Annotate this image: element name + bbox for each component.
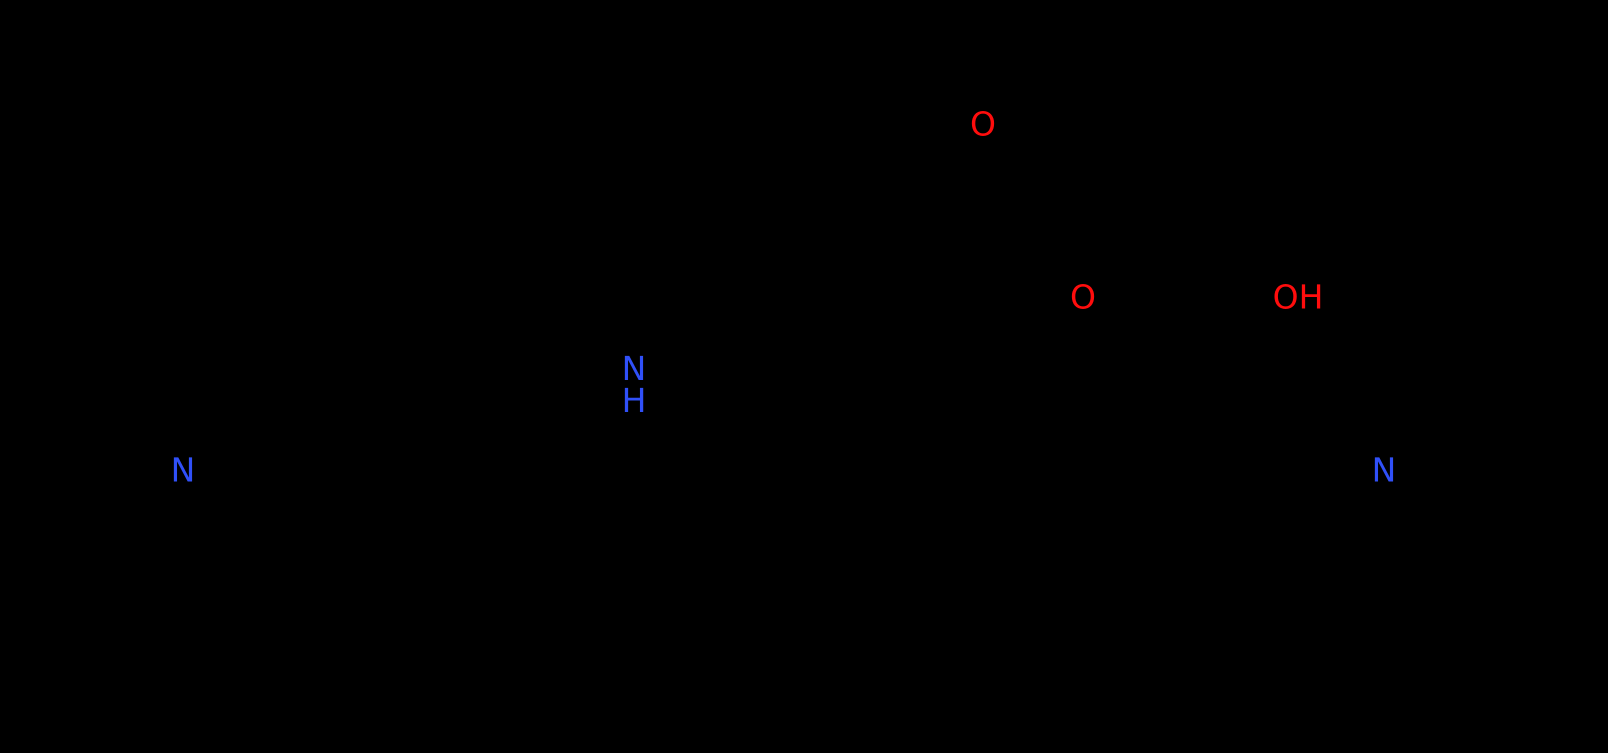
- atom-nh-h-label: H: [621, 381, 647, 420]
- atom-nh-amine: N H: [621, 349, 647, 420]
- atom-n-piperidine: N: [1371, 450, 1397, 490]
- atom-n-dimethylamino: N: [170, 450, 196, 490]
- atom-o-ester: O: [1070, 277, 1096, 317]
- atom-o-carbonyl: O: [970, 104, 996, 144]
- atom-oh-hydroxyl: OH: [1272, 277, 1324, 317]
- atom-nh-n-label: N: [621, 349, 647, 388]
